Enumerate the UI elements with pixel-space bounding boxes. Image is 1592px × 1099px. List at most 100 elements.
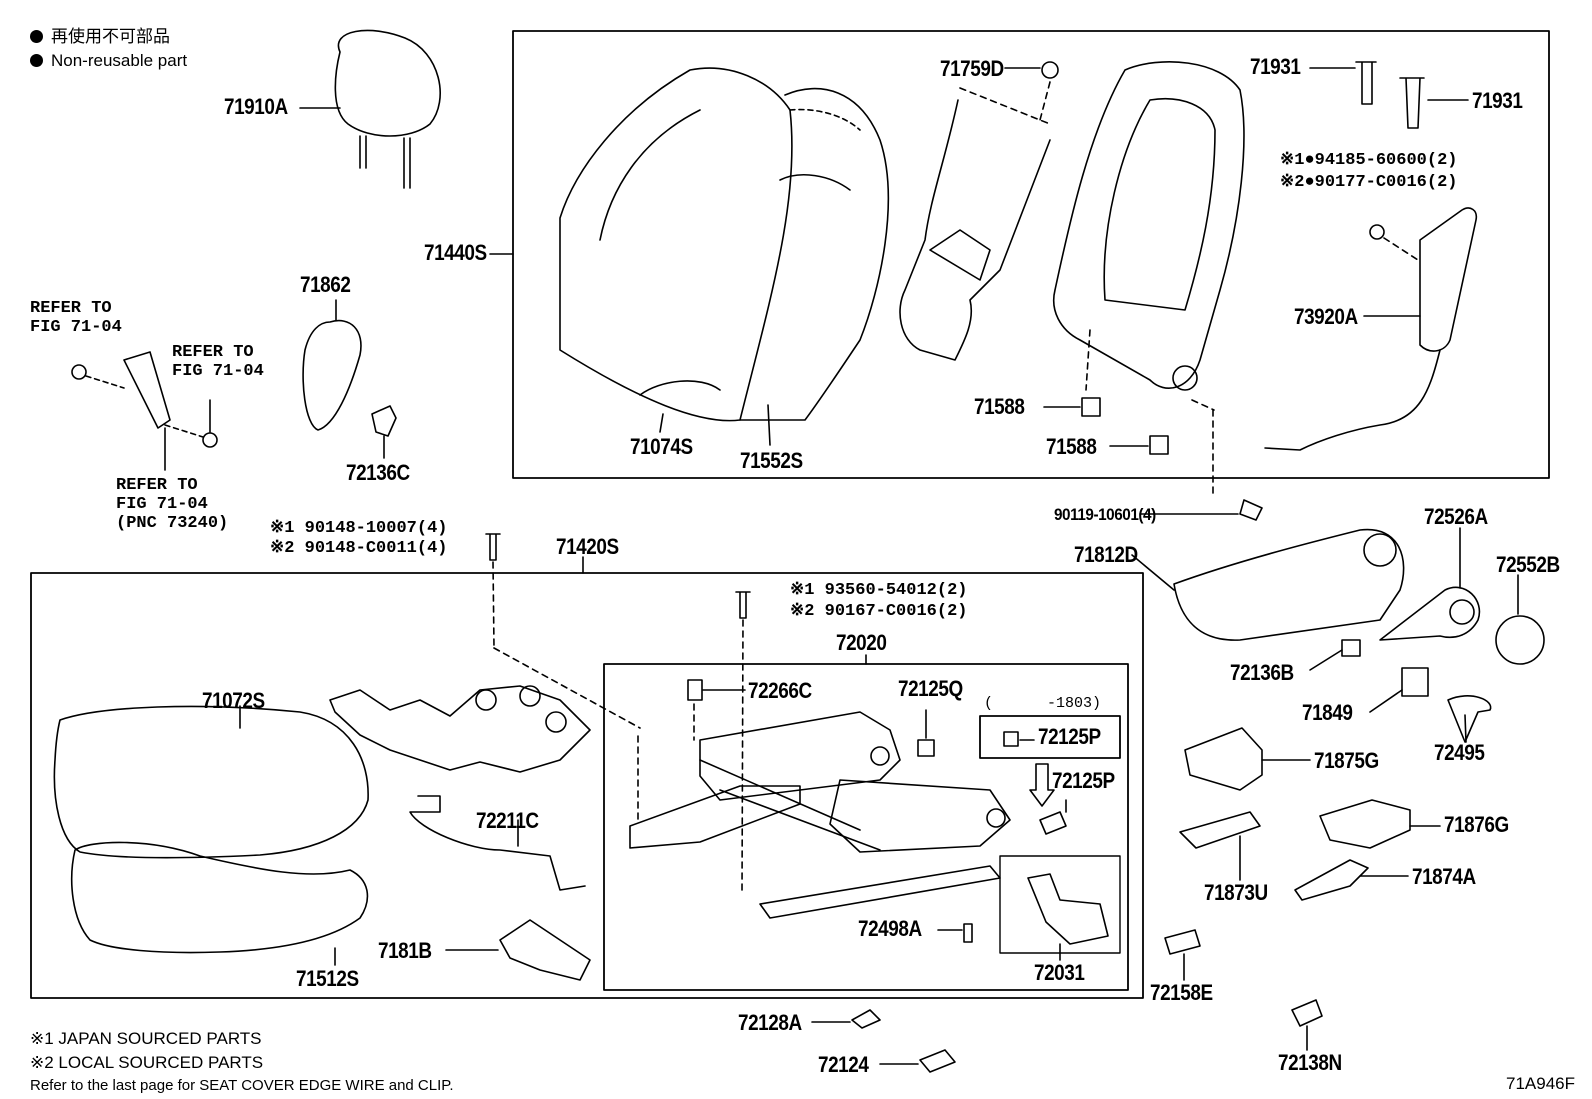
clip-72158E [1164,929,1201,955]
part-71849: 71849 [1302,700,1353,725]
seatback-wire-drawing [899,61,1059,361]
clip-71588-a [1081,397,1101,417]
part-71862: 71862 [300,272,351,297]
dot-icon [30,54,43,67]
cap-72552B [1495,615,1545,665]
legend-jp: 再使用不可部品 [30,28,170,45]
part-71931-b: 71931 [1472,88,1523,113]
assy-72031 [1027,873,1109,945]
footnote-refer: Refer to the last page for SEAT COVER ED… [30,1077,454,1094]
cover-71875G [1184,727,1263,791]
footnote-japan: ※1 JAPAN SOURCED PARTS [30,1029,262,1048]
revision-range: ( -1803) [984,695,1102,712]
cover-71873U [1179,811,1261,849]
part-71910A: 71910A [224,94,288,119]
part-72020: 72020 [836,630,887,655]
shield-71812D-drawing [1131,528,1405,641]
part-72031: 72031 [1034,960,1085,985]
bracket-7181B [499,919,591,981]
sub-assembly-box-frame [999,855,1121,954]
revision-box-frame [979,715,1121,759]
seatback-pad-drawing [559,67,890,446]
part-71588-b: 71588 [1046,434,1097,459]
legend-en: Non-reusable part [30,52,187,69]
refer-note-a: REFER TO FIG 71-04 [30,299,122,337]
dot-icon [30,30,43,43]
part-72526A: 72526A [1424,504,1488,529]
part-71420S: 71420S [556,534,619,559]
cover-71874A [1294,859,1369,901]
fastener-93560: ※1 93560-54012(2) [790,581,968,600]
clip-72266C [687,679,703,701]
cushion-pad-drawing [53,705,369,859]
part-72266C: 72266C [748,678,812,703]
seatback-group-frame [512,30,1550,479]
seatback-frame-drawing [1053,61,1245,496]
arrow-down [1029,763,1055,807]
refer-note-b: REFER TO FIG 71-04 [172,343,264,381]
part-71873U: 71873U [1204,880,1268,905]
part-71440S: 71440S [424,240,487,265]
part-72124: 72124 [818,1052,869,1077]
fastener-90148-a: ※1 90148-10007(4) [270,519,448,538]
part-71759D: 71759D [940,56,1004,81]
knob-72526A-drawing [1379,527,1481,641]
bolt-71931-drawing [1309,61,1469,129]
cover-72495 [1447,695,1492,743]
part-71875G: 71875G [1314,748,1379,773]
fastener-90177: ※2●90177-C0016(2) [1280,173,1458,192]
part-72128A: 72128A [738,1010,802,1035]
clip-72124 [919,1049,956,1073]
refer-note-c: REFER TO FIG 71-04 (PNC 73240) [116,476,229,533]
clip-71588-b [1149,435,1169,455]
part-72125P-a: 72125P [1038,724,1101,749]
part-72211C: 72211C [476,808,539,833]
rod-72211C [409,795,586,891]
clip-72125P-a [1003,731,1019,747]
clip-72136B [1341,639,1361,657]
headrest-drawing [299,29,441,189]
part-90119: 90119-10601(4) [1054,505,1156,524]
clip-72128A [851,1009,881,1029]
part-72495: 72495 [1434,740,1485,765]
part-72138N: 72138N [1278,1050,1342,1075]
lever-refer [123,351,171,429]
part-73920A: 73920A [1294,304,1358,329]
footnote-local: ※2 LOCAL SOURCED PARTS [30,1053,264,1072]
clip-72125Q [917,739,935,757]
cap-refer-a [71,364,87,380]
part-72158E: 72158E [1150,980,1213,1005]
part-71812D: 71812D [1074,542,1138,567]
pin-72498A [963,923,973,943]
part-71512S: 71512S [296,966,359,991]
part-72552B: 72552B [1496,552,1560,577]
fastener-90167: ※2 90167-C0016(2) [790,602,968,621]
part-71876G: 71876G [1444,812,1509,837]
cover-71849 [1401,667,1429,697]
drawing-code: 71A946F [1506,1074,1575,1093]
harness-73920A-drawing [1264,207,1478,451]
part-71552S: 71552S [740,448,803,473]
seat-adjuster-drawing [629,711,1011,919]
part-72498A: 72498A [858,916,922,941]
part-71931-a: 71931 [1250,54,1301,79]
cover-71862-drawing [302,299,397,459]
bolt-93560 [735,591,751,619]
bolt-90119 [1239,499,1263,521]
part-71874A: 71874A [1412,864,1476,889]
part-71072S: 71072S [202,688,265,713]
bolt-90148 [485,533,501,561]
cover-71876G [1319,799,1411,849]
clip-72125P-b [1039,811,1067,835]
part-72125Q: 72125Q [898,676,963,701]
clip-72138N [1291,999,1323,1027]
fastener-90148-b: ※2 90148-C0011(4) [270,539,448,558]
part-71074S: 71074S [630,434,693,459]
part-7181B: 7181B [378,938,432,963]
part-72136B: 72136B [1230,660,1294,685]
part-72125P-b: 72125P [1052,768,1115,793]
cushion-group-frame [30,572,1144,999]
cushion-cover-drawing [70,841,369,966]
